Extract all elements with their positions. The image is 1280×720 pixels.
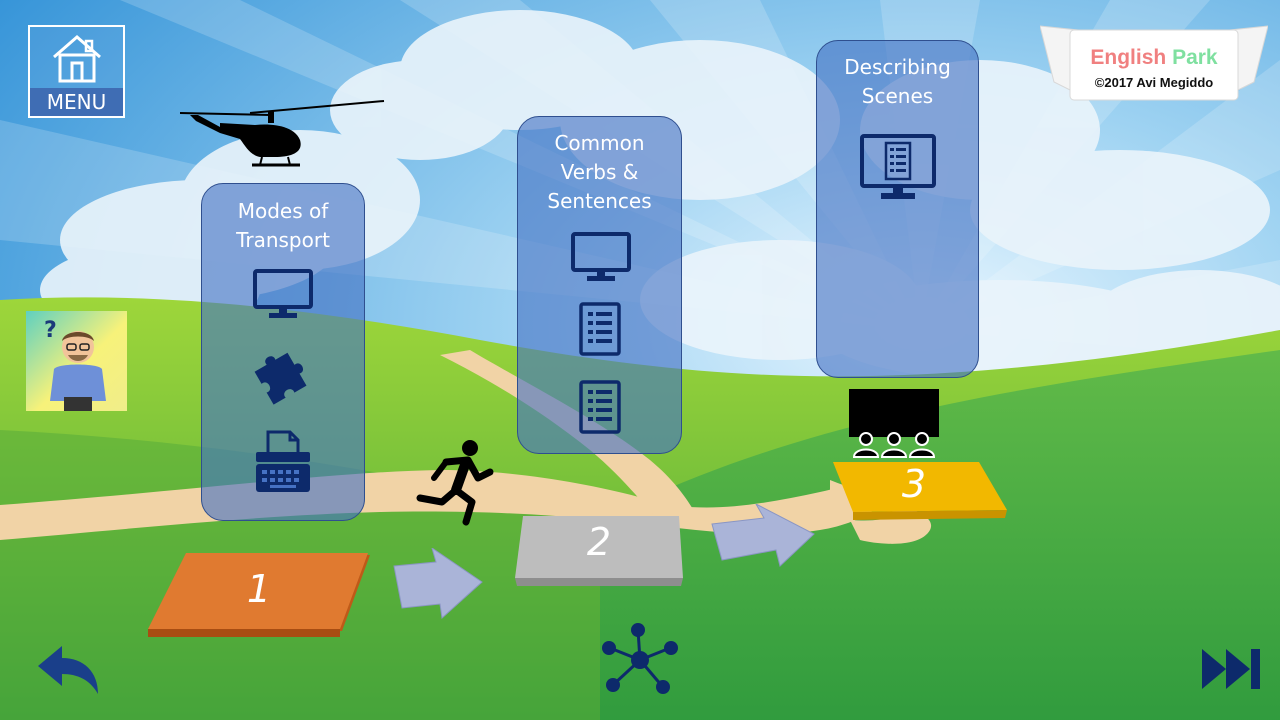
network-icon[interactable] — [600, 622, 680, 696]
svg-text:?: ? — [44, 318, 57, 343]
english-park-logo: English Park ©2017 Avi Megiddo — [1040, 20, 1268, 106]
step-1-shape — [148, 553, 370, 637]
monitor-list-icon[interactable] — [859, 133, 937, 203]
menu-button[interactable]: MENU — [28, 25, 125, 118]
logo-copyright: ©2017 Avi Megiddo — [1094, 75, 1214, 90]
panel-title: Common Verbs & Sentences — [547, 131, 652, 213]
list-icon[interactable] — [578, 301, 622, 357]
panel-describing-scenes[interactable]: Describing Scenes — [816, 40, 979, 378]
step-3-number: 3 — [901, 462, 927, 506]
avatar-icon: ? — [44, 318, 106, 411]
step-2-number: 2 — [586, 520, 612, 564]
step-2-shape — [515, 516, 683, 586]
list-icon[interactable] — [578, 379, 622, 435]
step-3-shape — [833, 462, 1007, 520]
panel-title: Modes of Transport — [236, 199, 330, 252]
panel-modes-of-transport[interactable]: Modes of Transport — [201, 183, 365, 521]
step-1-number: 1 — [246, 567, 272, 611]
skip-forward-icon[interactable] — [1202, 647, 1262, 691]
monitor-icon[interactable] — [252, 268, 314, 320]
helicopter-icon — [180, 95, 385, 175]
audience-icon[interactable] — [849, 389, 939, 459]
logo-word-english: English — [1090, 46, 1167, 69]
back-arrow-icon[interactable] — [36, 644, 100, 696]
typewriter-icon[interactable] — [252, 430, 314, 496]
step-3-tile[interactable]: 3 — [829, 460, 1009, 522]
step-2-tile[interactable]: 2 — [513, 514, 685, 588]
avatar[interactable]: ? — [26, 311, 127, 411]
logo-word-park: Park — [1172, 46, 1218, 69]
panel-title: Describing Scenes — [844, 55, 951, 108]
monitor-icon[interactable] — [570, 231, 632, 283]
arrow-right-icon — [710, 504, 816, 568]
home-icon — [50, 33, 104, 83]
menu-label: MENU — [30, 88, 123, 116]
panel-common-verbs-sentences[interactable]: Common Verbs & Sentences — [517, 116, 682, 454]
logo-title: English Park — [1074, 46, 1234, 70]
puzzle-icon[interactable] — [252, 344, 314, 406]
arrow-right-icon — [392, 548, 484, 620]
step-1-tile[interactable]: 1 — [146, 553, 372, 641]
runner-icon — [416, 438, 496, 526]
